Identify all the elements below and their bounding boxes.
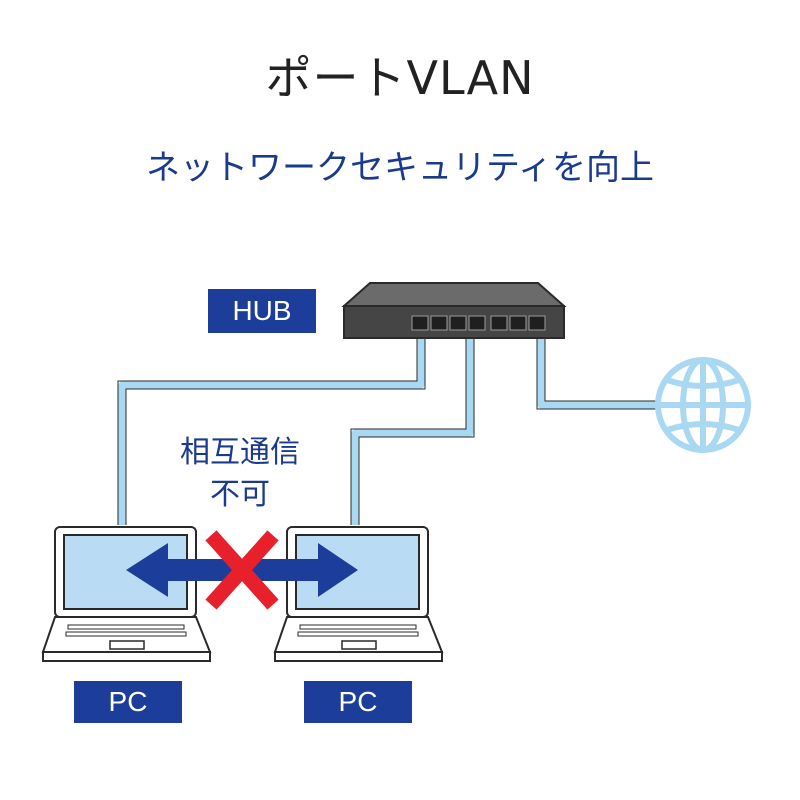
hub-label: HUB (208, 289, 316, 333)
no-communication-note: 相互通信 (180, 435, 300, 470)
cross-icon (205, 530, 279, 610)
cable-right-pc (351, 332, 474, 525)
cable-outlines (117, 332, 660, 525)
globe-icon (655, 357, 751, 453)
pc-label-right: PC (304, 681, 412, 723)
cable-left-pc (118, 332, 425, 525)
cables (118, 332, 660, 525)
laptop-icon (41, 526, 212, 662)
cable-internet (537, 332, 660, 409)
page-title: ポートVLAN (265, 51, 535, 105)
no-communication-note-line2: 不可 (210, 477, 270, 512)
network-switch-icon (341, 282, 567, 339)
laptop-icon (273, 526, 444, 662)
page-subtitle: ネットワークセキュリティを向上 (146, 148, 654, 188)
pc-label-left: PC (74, 681, 182, 723)
